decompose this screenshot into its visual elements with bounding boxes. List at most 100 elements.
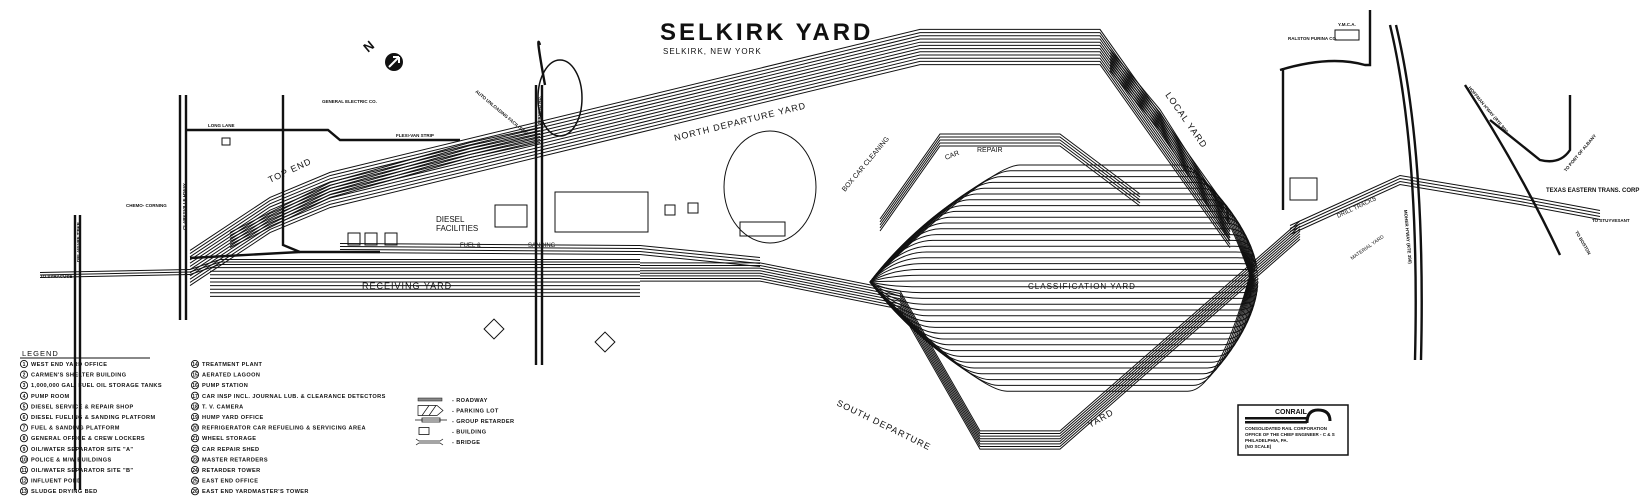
legend-number: 9	[23, 447, 26, 453]
to-boston-label: TO BOSTON	[1574, 230, 1592, 256]
classification-yard-tracks	[869, 164, 1259, 392]
track	[869, 263, 1258, 283]
legend-number-circle-icon	[190, 370, 200, 379]
symbol-legend-item: - ROADWAY	[417, 397, 487, 404]
building-symbol-icon	[418, 427, 430, 435]
track	[869, 274, 1259, 294]
track	[229, 130, 541, 236]
track	[640, 223, 1301, 434]
roadway-symbol-icon	[417, 397, 443, 402]
track	[1289, 183, 1601, 235]
legend-label: DIESEL FUELING & SANDING PLATFORM	[31, 415, 156, 421]
track	[869, 274, 1259, 288]
legend-number-circle-icon	[190, 444, 200, 453]
legend-label: RETARDER TOWER	[202, 468, 261, 474]
legend-number: 18	[192, 404, 198, 410]
legend-number-circle-icon	[19, 423, 29, 432]
track	[869, 274, 1251, 392]
place-labels: TO SYRACUSE DELAWARE T'PKE CLARKSVILLE H…	[40, 22, 1639, 279]
track	[869, 170, 1251, 283]
track	[869, 274, 1251, 386]
legend-number: 5	[23, 404, 26, 410]
legend-label: TREATMENT PLANT	[202, 362, 262, 368]
track	[229, 136, 541, 242]
north-letter: N	[360, 38, 377, 56]
legend-label: PUMP ROOM	[31, 394, 70, 400]
diesel-label: DIESEL	[436, 215, 465, 224]
legend-number-circle-icon	[19, 402, 29, 411]
track	[869, 274, 1251, 375]
legend-label: 1,000,000 GAL. FUEL OIL STORAGE TANKS	[31, 383, 162, 389]
track	[189, 48, 1231, 271]
track	[879, 142, 1141, 229]
roads	[73, 10, 1572, 490]
track	[869, 274, 1259, 283]
bridge-symbol-icon	[415, 438, 444, 446]
legend-title: LEGEND	[22, 349, 59, 358]
tank-building	[347, 232, 361, 246]
title-block-line2: OFFICE OF THE CHIEF ENGINEER - C & S	[1245, 432, 1335, 437]
track	[869, 181, 1251, 283]
track-layout	[39, 28, 1601, 450]
track	[39, 269, 191, 273]
legend-number: 16	[192, 383, 198, 389]
track	[869, 274, 1259, 283]
legend-label: GENERAL OFFICE & CREW LOCKERS	[31, 436, 145, 442]
access-road	[281, 95, 380, 254]
track	[879, 145, 1141, 232]
texas-eastern-label: TEXAS EASTERN TRANS. CORP	[1546, 188, 1639, 194]
track	[869, 274, 1258, 299]
track	[189, 28, 1231, 251]
track	[640, 233, 1301, 445]
moher-highway-label: MOHER H'WAY (RTE 396)	[1403, 210, 1413, 265]
flexi-van-strip-label: FLEXI-VAN STRIP	[396, 133, 434, 138]
legend-number-circle-icon	[19, 370, 29, 379]
legend-number-circle-icon	[19, 465, 29, 475]
car-label: CAR	[944, 150, 960, 162]
moher-highway	[1388, 24, 1417, 361]
mainline-east	[1289, 174, 1601, 235]
track	[1109, 67, 1231, 238]
legend-number-circle-icon	[19, 455, 29, 464]
track	[869, 274, 1257, 311]
north-arrow-icon: N	[360, 38, 403, 71]
material-yard-label: MATERIAL YARD	[1350, 234, 1386, 262]
mainline-west	[39, 269, 191, 278]
receiving-yard-label: RECEIVING YARD	[362, 281, 452, 291]
track	[189, 261, 640, 273]
title-block-line1: CONSOLIDATED RAIL CORPORATION	[1245, 426, 1327, 431]
tank-building	[364, 232, 378, 246]
local-yard-tracks	[1109, 49, 1231, 241]
general-electric-label: GENERAL ELECTRIC CO.	[322, 99, 377, 104]
legend-label: HUMP YARD OFFICE	[202, 415, 264, 421]
track	[640, 236, 1301, 447]
parking-lot-symbol-icon	[417, 405, 444, 416]
hoffman-spur-road	[1489, 95, 1572, 163]
chemo-corning-label: CHEMO- CORNING	[126, 203, 167, 208]
track	[189, 51, 1231, 274]
track	[869, 245, 1256, 283]
fuel-label: FUEL &	[460, 243, 481, 249]
legend-number-circle-icon	[19, 391, 29, 400]
legend-label: REFRIGERATOR CAR REFUELING & SERVICING A…	[202, 426, 366, 432]
top-end-label: TOP END	[267, 156, 314, 185]
clarksville-highway-label: CLARKSVILLE H'WAY	[182, 183, 187, 230]
legend-label: CARMEN'S SHELTER BUILDING	[31, 373, 126, 379]
legend-label: CAR INSP INCL. JOURNAL LUB. & CLEARANCE …	[202, 394, 386, 400]
legend-number: 25	[192, 479, 198, 485]
symbol-legend-item: - GROUP RETARDER	[415, 417, 514, 425]
facilities-label: FACILITIES	[436, 224, 478, 233]
legend-number-circle-icon	[19, 412, 29, 422]
legend-label: CAR REPAIR SHED	[202, 447, 260, 453]
